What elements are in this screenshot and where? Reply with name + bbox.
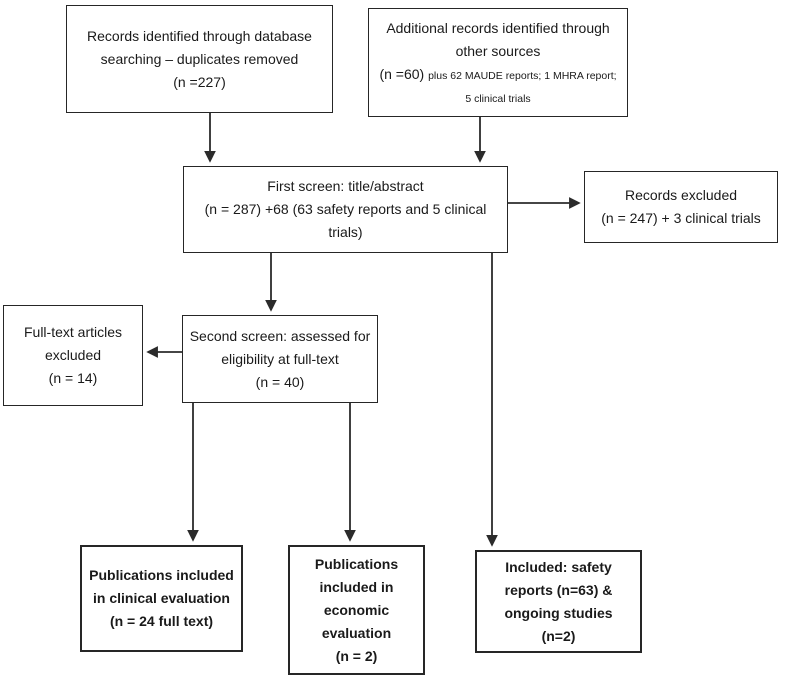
box-publications-economic: Publications included in economic evalua… xyxy=(288,545,425,675)
records-excluded-line2: (n = 247) + 3 clinical trials xyxy=(601,210,761,226)
included-safety-text: Included: safety reports (n=63) & ongoin… xyxy=(504,558,613,621)
box-first-screen: First screen: title/abstract (n = 287) +… xyxy=(183,166,508,253)
box-fulltext-excluded: Full-text articles excluded (n = 14) xyxy=(3,305,143,406)
fulltext-excluded-text: Full-text articles excluded xyxy=(23,324,123,363)
additional-records-note: plus 62 MAUDE reports; 1 MHRA report; 5 … xyxy=(428,69,617,105)
additional-records-text: Additional records identified through ot… xyxy=(386,19,610,59)
first-screen-line2: (n = 287) +68 (63 safety reports and 5 c… xyxy=(204,201,487,240)
box-included-safety: Included: safety reports (n=63) & ongoin… xyxy=(475,550,642,653)
included-safety-count: (n=2) xyxy=(541,627,576,644)
box-records-excluded: Records excluded (n = 247) + 3 clinical … xyxy=(584,171,778,243)
records-identified-count: (n =227) xyxy=(173,73,226,90)
additional-records-count: (n =60) xyxy=(379,65,425,82)
first-screen-line1: First screen: title/abstract xyxy=(267,178,424,194)
publications-clinical-count: (n = 24 full text) xyxy=(109,613,214,629)
records-identified-text: Records identified through database sear… xyxy=(87,27,312,67)
fulltext-excluded-count: (n = 14) xyxy=(48,370,98,386)
publications-clinical-text: Publications included in clinical evalua… xyxy=(89,567,234,606)
additional-records-note-line: (n =60) plus 62 MAUDE reports; 1 MHRA re… xyxy=(377,63,619,109)
publications-economic-text: Publications included in economic evalua… xyxy=(314,555,399,641)
box-additional-records: Additional records identified through ot… xyxy=(368,8,628,117)
records-excluded-line1: Records excluded xyxy=(624,187,738,203)
box-records-identified: Records identified through database sear… xyxy=(66,5,333,113)
second-screen-text: Second screen: assessed for eligibility … xyxy=(189,327,371,367)
box-second-screen: Second screen: assessed for eligibility … xyxy=(182,315,378,403)
publications-economic-count: (n = 2) xyxy=(335,647,378,664)
second-screen-count: (n = 40) xyxy=(255,373,305,390)
box-publications-clinical: Publications included in clinical evalua… xyxy=(80,545,243,652)
